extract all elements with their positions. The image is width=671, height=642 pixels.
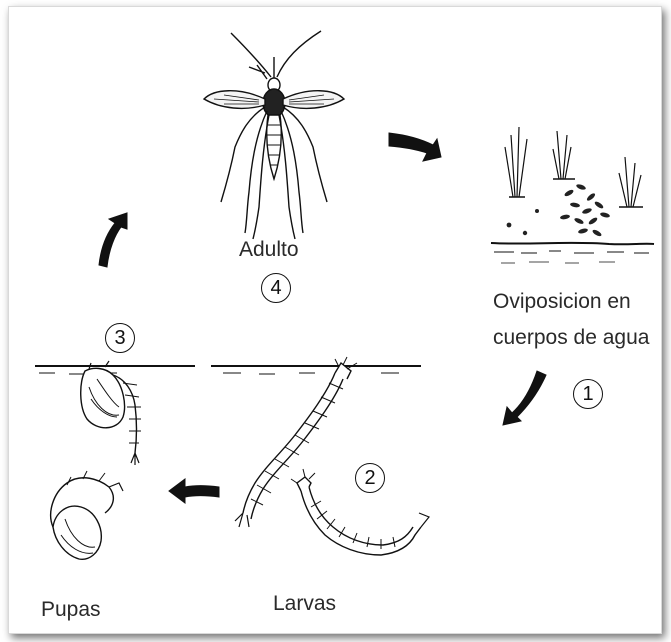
stage-3-number: 3 (105, 323, 135, 353)
stage-4-label: Adulto (239, 237, 299, 263)
diagram-illustration (9, 7, 661, 633)
stage-3-label: Pupas (41, 597, 101, 623)
stage-4-number: 4 (261, 273, 291, 303)
adult-mosquito-drawing (204, 31, 344, 239)
life-cycle-diagram: Adulto 4 Oviposicion en cuerpos de agua … (8, 6, 662, 634)
stage-2-number: 2 (355, 463, 385, 493)
larva-hanging-drawing (235, 357, 357, 527)
stage-1-number: 1 (573, 379, 603, 409)
arrow-eggs-to-larvae (503, 371, 546, 425)
arrow-pupae-to-adult (99, 213, 127, 267)
stage-1-label-line1: Oviposicion en (493, 289, 631, 315)
pupa-drawing (51, 471, 123, 559)
arrow-larvae-to-pupae (169, 479, 219, 503)
pupa-at-surface-drawing (81, 361, 141, 465)
arrow-adult-to-eggs (389, 133, 441, 161)
egg-laying-drawing (491, 127, 654, 263)
stage-2-label: Larvas (273, 591, 336, 617)
stage-1-label-line2: cuerpos de agua (493, 325, 649, 351)
